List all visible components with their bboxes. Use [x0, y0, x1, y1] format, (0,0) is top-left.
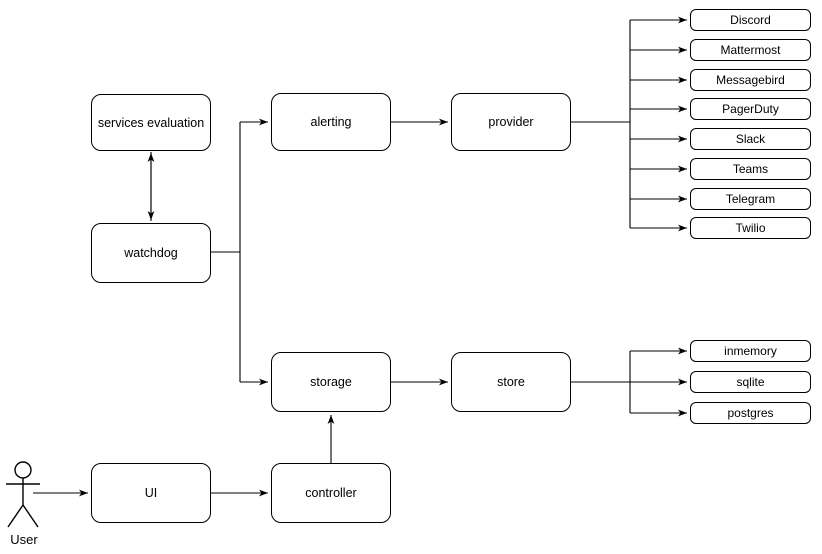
node-store[interactable]: store: [451, 352, 571, 412]
node-provider-twilio-label: Twilio: [735, 221, 766, 235]
user-actor-figure: [6, 461, 40, 528]
node-store-postgres[interactable]: postgres: [690, 402, 811, 424]
node-provider-teams[interactable]: Teams: [690, 158, 811, 180]
node-store-sqlite[interactable]: sqlite: [690, 371, 811, 393]
user-actor-label: User: [10, 532, 38, 547]
node-provider-mattermost[interactable]: Mattermost: [690, 39, 811, 61]
node-store-inmemory[interactable]: inmemory: [690, 340, 811, 362]
node-provider-messagebird-label: Messagebird: [716, 73, 785, 87]
node-watchdog-label: watchdog: [124, 246, 178, 260]
node-services-evaluation[interactable]: services evaluation: [91, 94, 211, 151]
node-alerting-label: alerting: [310, 115, 352, 129]
node-alerting[interactable]: alerting: [271, 93, 391, 151]
node-store-inmemory-label: inmemory: [724, 344, 777, 358]
node-store-label: store: [497, 375, 525, 389]
node-provider-teams-label: Teams: [732, 162, 769, 176]
node-ui-label: UI: [144, 486, 158, 500]
node-storage[interactable]: storage: [271, 352, 391, 412]
node-provider-slack[interactable]: Slack: [690, 128, 811, 150]
node-controller[interactable]: controller: [271, 463, 391, 523]
node-provider-discord-label: Discord: [730, 13, 771, 27]
node-provider-telegram[interactable]: Telegram: [690, 188, 811, 210]
node-services-evaluation-label: services evaluation: [97, 115, 205, 130]
node-provider-pagerduty-label: PagerDuty: [722, 102, 779, 116]
node-provider-pagerduty[interactable]: PagerDuty: [690, 98, 811, 120]
node-provider-label: provider: [488, 115, 534, 129]
node-controller-label: controller: [305, 486, 357, 500]
node-provider-discord[interactable]: Discord: [690, 9, 811, 31]
node-provider[interactable]: provider: [451, 93, 571, 151]
node-store-sqlite-label: sqlite: [736, 375, 765, 389]
node-provider-twilio[interactable]: Twilio: [690, 217, 811, 239]
node-provider-slack-label: Slack: [735, 132, 766, 146]
node-provider-telegram-label: Telegram: [725, 192, 776, 206]
node-watchdog[interactable]: watchdog: [91, 223, 211, 283]
node-ui[interactable]: UI: [91, 463, 211, 523]
node-storage-label: storage: [310, 375, 352, 389]
actor-leg-right: [22, 504, 39, 528]
actor-head-icon: [14, 461, 32, 479]
actor-leg-left: [7, 504, 24, 528]
node-provider-mattermost-label: Mattermost: [720, 43, 781, 57]
node-store-postgres-label: postgres: [727, 406, 774, 420]
node-provider-messagebird[interactable]: Messagebird: [690, 69, 811, 91]
